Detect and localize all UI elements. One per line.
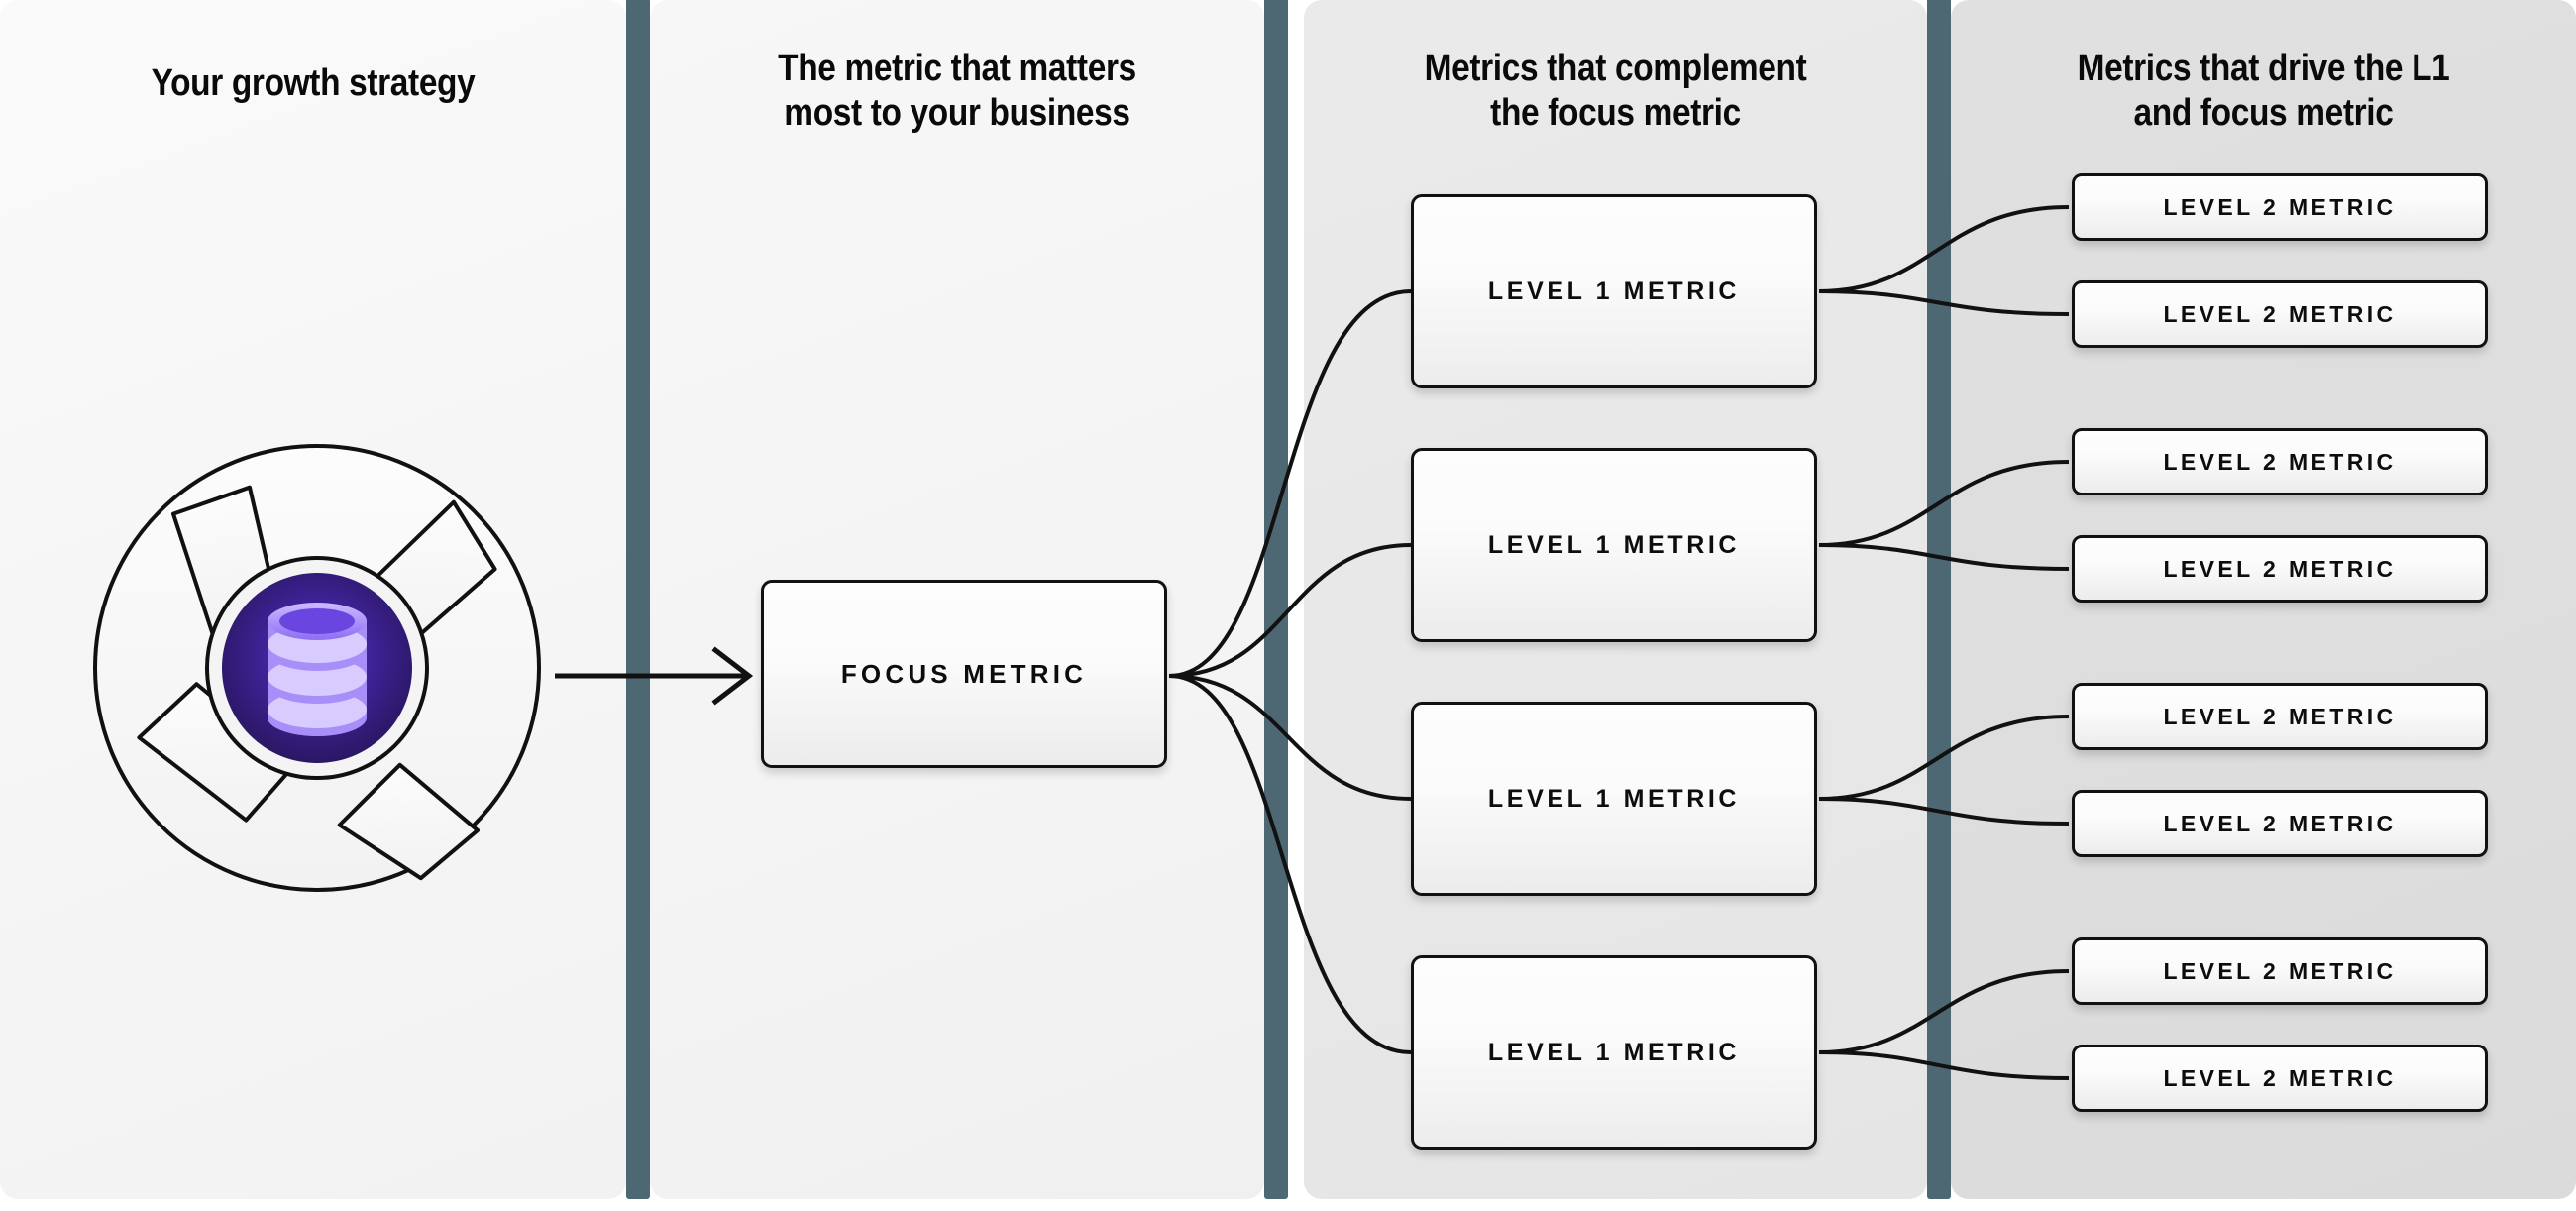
level-2-metric-label: LEVEL 2 METRIC — [2163, 448, 2397, 475]
column-title-line: Your growth strategy — [151, 62, 476, 104]
column-title-level-2: Metrics that drive the L1 and focus metr… — [1988, 47, 2538, 136]
level-2-metric-box-5[interactable]: LEVEL 2 METRIC — [2072, 683, 2488, 750]
level-2-metric-label: LEVEL 2 METRIC — [2163, 703, 2397, 729]
level-1-metric-label: LEVEL 1 METRIC — [1487, 784, 1741, 813]
column-title-line: most to your business — [784, 91, 1130, 134]
level-2-metric-box-6[interactable]: LEVEL 2 METRIC — [2072, 790, 2488, 857]
column-title-line: The metric that matters — [778, 48, 1136, 89]
level-1-metric-label: LEVEL 1 METRIC — [1487, 276, 1741, 305]
level-2-metric-box-8[interactable]: LEVEL 2 METRIC — [2072, 1045, 2488, 1112]
level-2-metric-box-7[interactable]: LEVEL 2 METRIC — [2072, 937, 2488, 1005]
column-title-line: and focus metric — [2133, 91, 2394, 134]
aperture-database-icon — [93, 444, 541, 892]
level-2-metric-label: LEVEL 2 METRIC — [2163, 810, 2397, 836]
level-2-metric-label: LEVEL 2 METRIC — [2163, 300, 2397, 327]
column-title-line: Metrics that complement — [1424, 48, 1807, 89]
level-1-metric-box-1[interactable]: LEVEL 1 METRIC — [1411, 194, 1817, 388]
level-2-metric-box-4[interactable]: LEVEL 2 METRIC — [2072, 535, 2488, 603]
level-1-metric-label: LEVEL 1 METRIC — [1487, 530, 1741, 559]
level-1-metric-box-2[interactable]: LEVEL 1 METRIC — [1411, 448, 1817, 642]
database-icon — [268, 603, 367, 736]
column-title-focus-metric: The metric that matters most to your bus… — [687, 47, 1228, 136]
column-title-line: Metrics that drive the L1 — [2077, 48, 2450, 89]
focus-metric-label: FOCUS METRIC — [840, 658, 1088, 689]
level-1-metric-box-3[interactable]: LEVEL 1 METRIC — [1411, 702, 1817, 896]
column-separator-1 — [626, 0, 650, 1199]
column-title-growth-strategy: Your growth strategy — [38, 61, 589, 106]
level-2-metric-box-1[interactable]: LEVEL 2 METRIC — [2072, 173, 2488, 241]
level-1-metric-box-4[interactable]: LEVEL 1 METRIC — [1411, 955, 1817, 1150]
level-2-metric-label: LEVEL 2 METRIC — [2163, 555, 2397, 582]
level-2-metric-label: LEVEL 2 METRIC — [2163, 1064, 2397, 1091]
level-2-metric-label: LEVEL 2 METRIC — [2163, 193, 2397, 220]
column-separator-2 — [1264, 0, 1288, 1199]
level-2-metric-box-3[interactable]: LEVEL 2 METRIC — [2072, 428, 2488, 495]
column-title-line: the focus metric — [1490, 91, 1741, 134]
focus-metric-box[interactable]: FOCUS METRIC — [761, 580, 1167, 768]
level-1-metric-label: LEVEL 1 METRIC — [1487, 1038, 1741, 1066]
level-2-metric-box-2[interactable]: LEVEL 2 METRIC — [2072, 280, 2488, 348]
column-separator-3 — [1927, 0, 1951, 1199]
level-2-metric-label: LEVEL 2 METRIC — [2163, 957, 2397, 984]
column-title-level-1: Metrics that complement the focus metric — [1342, 47, 1890, 136]
